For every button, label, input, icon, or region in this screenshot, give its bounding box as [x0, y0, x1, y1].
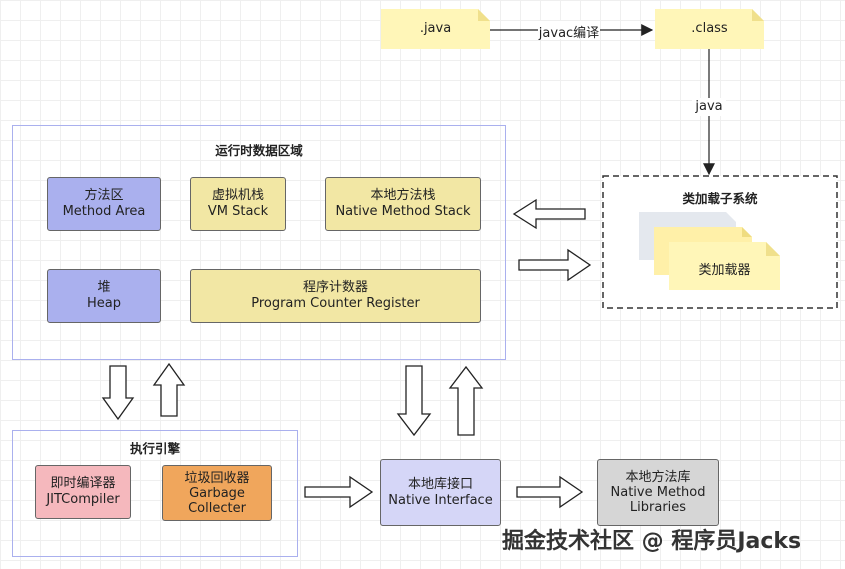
- runtime-to-engine-arrow: [101, 365, 135, 421]
- execution-engine[interactable]: [12, 430, 298, 557]
- watermark: 掘金技术社区 @ 程序员Jacks: [502, 529, 802, 554]
- native-method-stack-en: Native Method Stack: [335, 204, 471, 219]
- native-interface-to-libraries-arrow: [516, 475, 584, 509]
- compile-label: javac编译: [538, 26, 600, 41]
- garbage-collector-en-1: Garbage: [189, 485, 245, 501]
- method-area-zh: 方法区: [84, 188, 124, 203]
- heap-zh: 堆: [97, 280, 111, 295]
- class-loader-stack[interactable]: [639, 212, 780, 290]
- java-file-label: .java: [419, 21, 452, 36]
- class-file-note[interactable]: [655, 9, 764, 49]
- garbage-collector-node[interactable]: 垃圾回收器 Garbage Collecter: [162, 465, 272, 521]
- engine-to-runtime-arrow: [152, 362, 186, 417]
- native-libraries-en-2: Libraries: [629, 500, 687, 515]
- native-libraries-zh: 本地方法库: [625, 470, 691, 485]
- class-loader-subsystem-title: 类加载子系统: [682, 191, 758, 206]
- class-loader-label: 类加载器: [698, 263, 751, 278]
- runtime-data-area-title: 运行时数据区域: [215, 143, 303, 158]
- pc-register-node[interactable]: 程序计数器 Program Counter Register: [190, 269, 481, 323]
- execution-engine-title: 执行引擎: [129, 441, 180, 456]
- jit-compiler-zh: 即时编译器: [50, 476, 116, 491]
- heap-en: Heap: [87, 296, 121, 311]
- native-libraries-en-1: Native Method: [610, 485, 706, 500]
- vm-stack-node[interactable]: 虚拟机栈 VM Stack: [190, 177, 286, 231]
- jit-compiler-node[interactable]: 即时编译器 JITCompiler: [35, 465, 131, 519]
- native-interface-en: Native Interface: [388, 492, 493, 508]
- engine-to-native-interface-arrow: [304, 475, 374, 509]
- native-libraries-node[interactable]: 本地方法库 Native Method Libraries: [597, 459, 719, 526]
- runtime-data-area[interactable]: [12, 125, 506, 360]
- jit-compiler-en: JITCompiler: [46, 492, 120, 507]
- class-file-label: .class: [691, 21, 728, 36]
- native-method-stack-zh: 本地方法栈: [370, 188, 436, 203]
- heap-node[interactable]: 堆 Heap: [47, 269, 161, 323]
- native-interface-node[interactable]: 本地库接口 Native Interface: [380, 459, 501, 526]
- method-area-en: Method Area: [62, 204, 146, 219]
- runtime-to-native-interface-arrow: [396, 365, 432, 437]
- garbage-collector-zh: 垃圾回收器: [184, 470, 250, 486]
- native-interface-to-runtime-arrow: [448, 365, 484, 436]
- vm-stack-zh: 虚拟机栈: [211, 188, 264, 203]
- native-method-stack-node[interactable]: 本地方法栈 Native Method Stack: [325, 177, 481, 231]
- garbage-collector-en-2: Collecter: [188, 500, 246, 516]
- vm-stack-en: VM Stack: [207, 204, 269, 219]
- pc-register-en: Program Counter Register: [251, 296, 420, 311]
- native-interface-zh: 本地库接口: [407, 476, 473, 492]
- load-into-runtime-arrow: [512, 198, 586, 230]
- java-file-note[interactable]: [381, 9, 490, 49]
- pc-register-zh: 程序计数器: [302, 280, 368, 295]
- java-run-label: java: [695, 99, 723, 114]
- runtime-to-loader-arrow: [518, 248, 592, 282]
- method-area-node[interactable]: 方法区 Method Area: [47, 177, 161, 231]
